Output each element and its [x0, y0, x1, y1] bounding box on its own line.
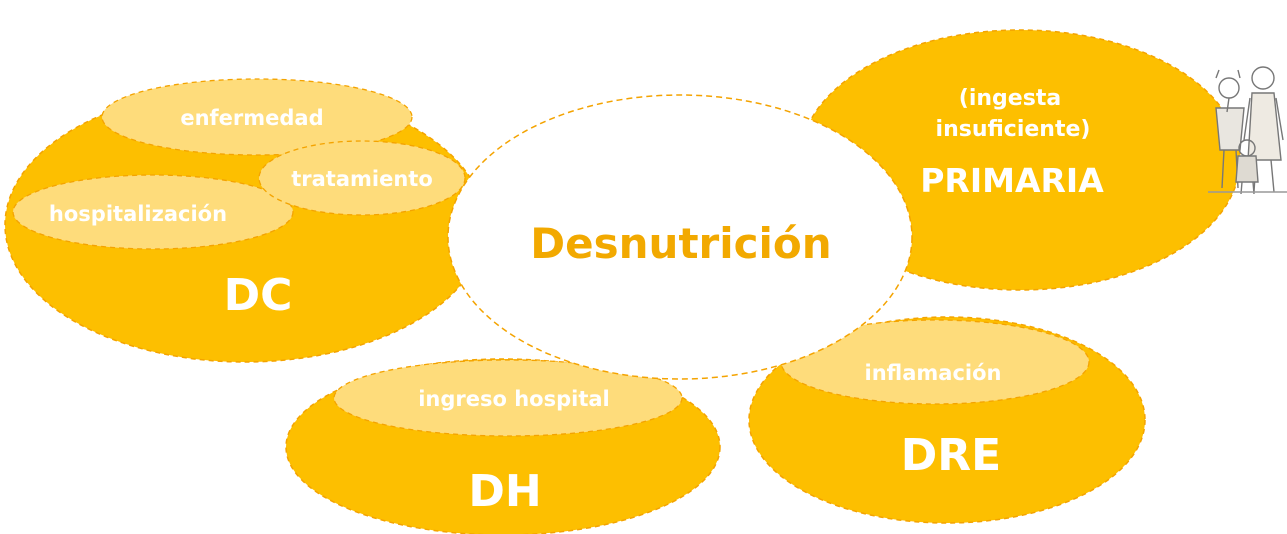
- inflamacion-label: inflamación: [865, 361, 1002, 385]
- hospitalizacion-label: hospitalización: [49, 202, 227, 226]
- dh-group: ingreso hospital DH: [285, 358, 721, 534]
- dc-label: DC: [224, 270, 293, 321]
- center-label: Desnutrición: [530, 219, 831, 268]
- tratamiento-ellipse: [258, 140, 466, 216]
- enfermedad-label: enfermedad: [180, 106, 323, 130]
- children-sketch-icon: [1208, 66, 1287, 195]
- enfermedad-ellipse: [101, 78, 413, 156]
- center-ellipse: [447, 94, 913, 380]
- primaria-cause-line1: (ingesta: [959, 86, 1061, 111]
- dc-group: enfermedad tratamiento hospitalización D…: [4, 78, 486, 363]
- center-group: Desnutrición: [447, 94, 913, 380]
- hospitalizacion-ellipse: [12, 174, 294, 250]
- tratamiento-label: tratamiento: [291, 167, 433, 191]
- primaria-cause-line2: insuficiente): [936, 117, 1091, 142]
- dh-label: DH: [468, 466, 541, 517]
- ingreso-hospital-label: ingreso hospital: [418, 387, 610, 411]
- dre-label: DRE: [901, 430, 1001, 481]
- dre-group: inflamación DRE: [748, 316, 1146, 524]
- primaria-label: PRIMARIA: [920, 161, 1104, 200]
- ingreso-hospital-ellipse: [333, 359, 683, 437]
